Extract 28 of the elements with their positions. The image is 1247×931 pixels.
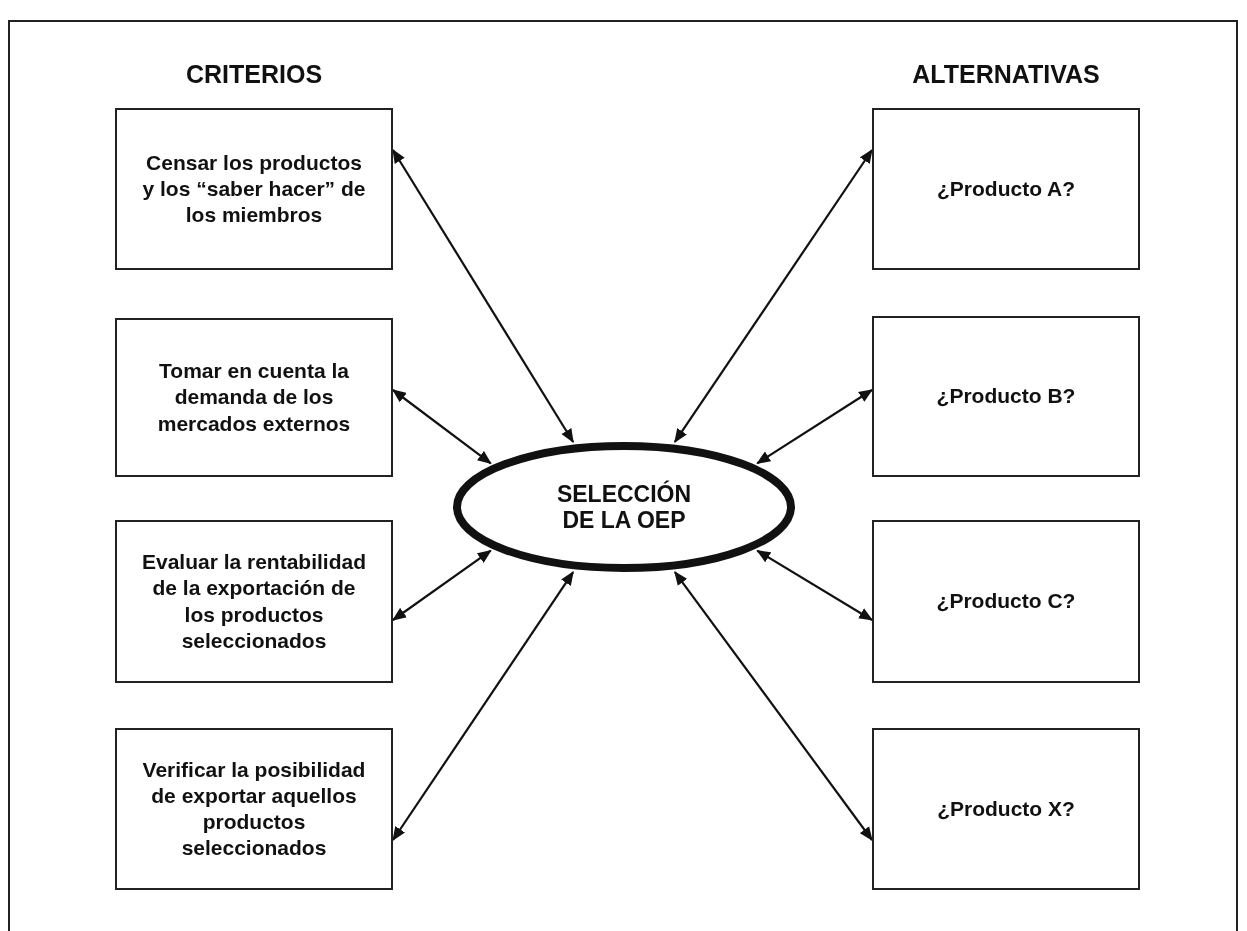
double-arrow [756,549,873,621]
double-arrow [392,149,575,443]
process-box [872,520,1140,683]
process-box [115,318,393,477]
ellipse-node [453,442,795,572]
process-box [115,108,393,270]
node-text: Tomar en cuenta la demanda de los mercados externos [156,358,352,437]
double-arrow [756,389,873,465]
double-arrow [673,149,873,443]
node-text: Evaluar la rentabilidad de la exportación de los productos seleccionados [141,549,367,654]
column-heading: CRITERIOS [185,60,323,89]
double-arrow [392,549,492,621]
node-text: Censar los productos y los “saber hacer” de los miembros [141,149,367,229]
process-box [115,520,393,683]
double-arrow [392,389,492,465]
node-text: ¿Producto C? [936,588,1076,615]
node-text: ¿Producto X? [937,795,1075,822]
process-box [872,316,1140,477]
column-heading: ALTERNATIVAS [912,60,1100,89]
node-text: Verificar la posibilidad de exportar aquellos productos seleccionados [141,756,367,862]
node-text: ¿Producto B? [936,383,1076,410]
double-arrow [674,571,873,841]
node-text: ¿Producto A? [936,175,1075,202]
double-arrow [392,571,575,841]
node-text: SELECCIÓN DE LA OEP [555,480,693,534]
process-box [872,728,1140,890]
process-box [115,728,393,890]
process-box [872,108,1140,270]
